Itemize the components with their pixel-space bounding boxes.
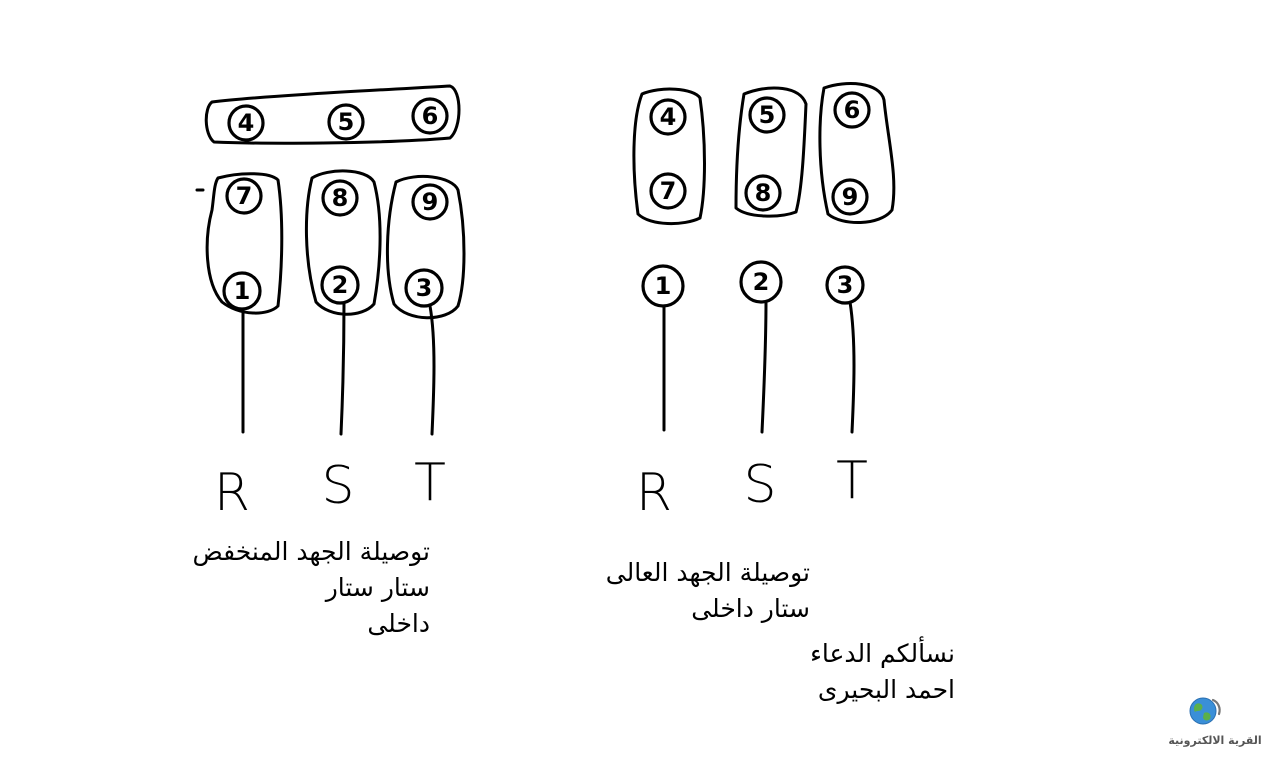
high-terminal-7: 7 [649,172,687,210]
credit-line-2: احمد البحيرى [817,675,955,704]
svg-text:6: 6 [422,102,439,130]
low-terminal-5: 5 [327,103,365,141]
low-caption-line-3: داخلى [367,609,430,638]
high-phase-t: T [836,451,868,511]
high-voltage-diagram: 4 5 6 7 8 9 1 2 [632,82,896,523]
high-caption-line-1: توصيلة الجهد العالى [605,558,810,587]
low-loop-8-2 [304,169,382,316]
svg-text:5: 5 [759,101,776,129]
high-loop-5-8 [734,86,808,218]
low-loop-456 [204,84,461,145]
globe-icon [1189,697,1221,725]
high-caption-line-2: ستار داخلى [691,594,810,623]
high-terminal-2: 2 [739,260,783,304]
low-terminal-1: 1 [222,271,262,311]
low-caption-line-2: ستار ستار [325,573,430,602]
high-terminal-1: 1 [641,264,685,308]
low-voltage-caption: توصيلة الجهد المنخفض ستار ستار داخلى [150,534,430,642]
svg-text:4: 4 [238,109,255,137]
svg-text:3: 3 [837,271,854,299]
high-terminal-6: 6 [833,91,871,129]
low-voltage-diagram: 4 5 6 7 8 9 1 2 [195,84,466,523]
high-loop-6-9 [818,82,896,225]
svg-text:9: 9 [842,183,859,211]
high-phase-r: R [636,463,672,523]
low-terminal-4: 4 [227,104,265,142]
site-logo: القرية الالكترونية [1160,694,1270,756]
low-terminal-9: 9 [411,183,449,221]
high-terminal-3: 3 [825,265,865,305]
low-loop-7-1 [205,172,284,315]
high-loop-4-7 [632,87,706,226]
svg-text:7: 7 [236,182,253,210]
svg-text:8: 8 [332,184,349,212]
low-terminal-2: 2 [320,265,360,305]
low-caption-line-1: توصيلة الجهد المنخفض [192,537,430,566]
svg-text:2: 2 [753,268,770,296]
low-terminal-8: 8 [321,179,359,217]
high-lead-t [848,300,856,434]
low-terminal-7: 7 [225,177,263,215]
low-terminal-3: 3 [404,268,444,308]
high-terminal-5: 5 [748,96,786,134]
high-voltage-caption: توصيلة الجهد العالى ستار داخلى [560,555,810,627]
low-loop-9-3 [385,175,466,320]
credit-line-1: نسألكم الدعاء [810,639,955,668]
high-phase-s: S [743,455,776,515]
low-lead-s [339,300,346,436]
svg-text:1: 1 [234,277,251,305]
low-phase-s: S [321,456,354,516]
high-terminal-8: 8 [744,174,782,212]
svg-text:5: 5 [338,108,355,136]
high-terminal-4: 4 [649,98,687,136]
low-phase-t: T [414,453,446,513]
credit-caption: نسألكم الدعاء احمد البحيرى [790,636,955,708]
svg-text:3: 3 [416,274,433,302]
svg-text:1: 1 [655,272,672,300]
svg-text:2: 2 [332,271,349,299]
svg-text:7: 7 [660,177,677,205]
high-terminal-9: 9 [831,178,869,216]
low-lead-t [428,304,436,436]
low-phase-r: R [214,463,250,523]
logo-text: القرية الالكترونية [1168,734,1262,747]
svg-text:9: 9 [422,188,439,216]
low-terminal-6: 6 [411,97,449,135]
svg-text:8: 8 [755,179,772,207]
svg-text:6: 6 [844,96,861,124]
svg-text:4: 4 [660,103,677,131]
high-lead-s [760,298,768,434]
